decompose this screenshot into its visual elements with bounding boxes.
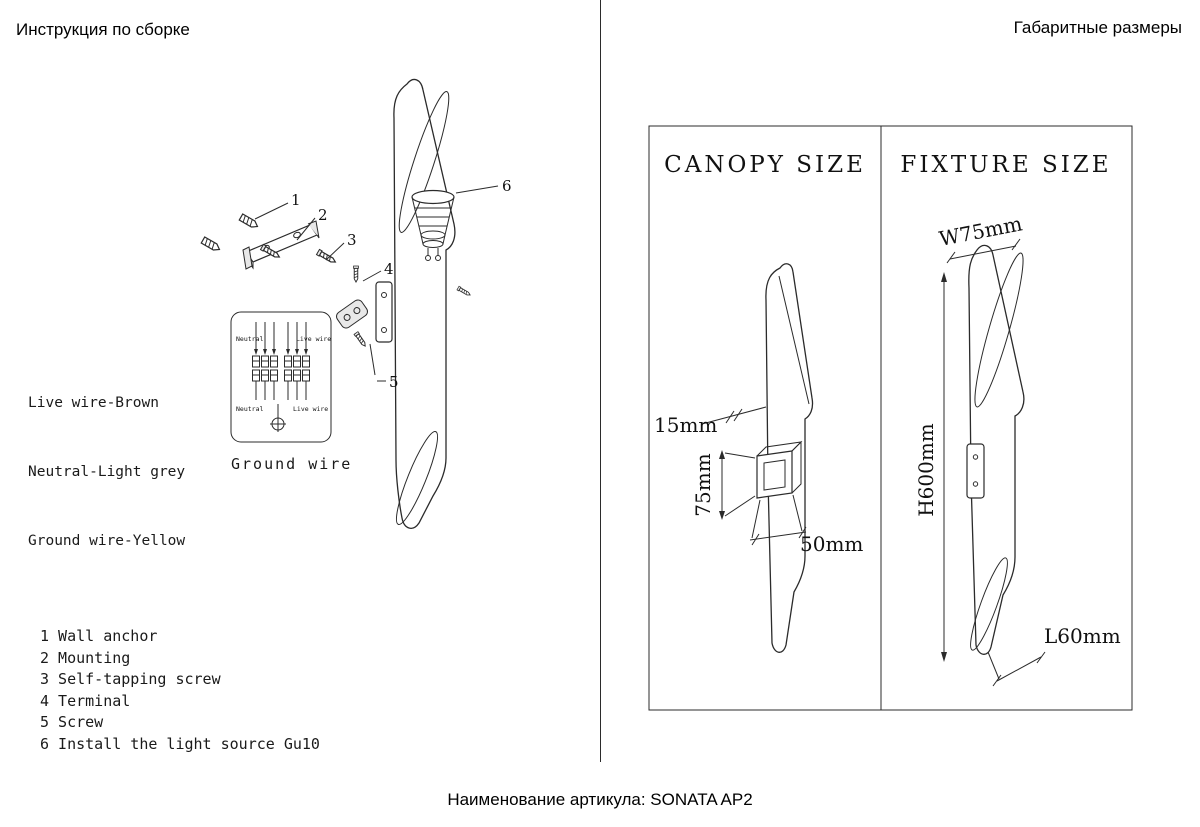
- callout-1: 1: [291, 191, 301, 209]
- canopy-height-label: 75mm: [691, 453, 715, 516]
- mounting-bracket: [242, 220, 320, 270]
- page-title-dimensions: Габаритные размеры: [1013, 18, 1182, 37]
- page-title-assembly: Инструкция по сборке: [16, 20, 190, 39]
- light-source-gu10: [411, 189, 455, 261]
- callout-3: 3: [347, 231, 357, 249]
- assembly-diagram: 1 2 3 4 5 6 Neutral Live wire Neutral Li…: [200, 78, 512, 529]
- fixture-height-label: H600mm: [914, 423, 938, 517]
- wire-legend: Live wire-Brown Neutral-Light grey Groun…: [28, 346, 185, 576]
- parts-list-item-5: 5 Screw: [40, 713, 104, 731]
- callout-5: 5: [389, 373, 399, 391]
- fixture-width-label: W75mm: [937, 211, 1024, 251]
- canopy-width-dimension: [749, 494, 807, 546]
- parts-list-item-3: 3 Self-tapping screw: [40, 670, 221, 688]
- parts-list-item-1: 1 Wall anchor: [40, 627, 158, 645]
- wiring-label-live-top: Live wire: [296, 335, 331, 343]
- terminal-block: [336, 265, 368, 329]
- wall-anchors: [200, 213, 260, 254]
- wiring-connectors: [252, 322, 310, 400]
- parts-list-item-4: 4 Terminal: [40, 691, 131, 710]
- ground-symbol: [270, 404, 286, 432]
- callout-6: 6: [502, 177, 512, 195]
- wire-legend-live: Live wire-Brown: [28, 395, 159, 411]
- lamp-wall-plate: [375, 281, 472, 343]
- canopy-offset-label: 15mm: [654, 413, 717, 437]
- wire-legend-ground: Ground wire-Yellow: [28, 533, 186, 549]
- lamp-body: [393, 78, 456, 529]
- wire-legend-neutral: Neutral-Light grey: [28, 464, 186, 480]
- wiring-label-live-bottom: Live wire: [293, 405, 328, 413]
- canopy-size-header: CANOPY SIZE: [664, 152, 866, 178]
- wiring-label-neutral-top: Neutral: [236, 335, 263, 343]
- center-divider-line: [600, 0, 601, 762]
- wiring-detail-box: Neutral Live wire Neutral Live wire: [230, 311, 332, 443]
- dimensions-frame: [648, 125, 1133, 711]
- canopy-box: [756, 440, 803, 499]
- fixture-height-dimension: [941, 272, 947, 662]
- wiring-label-neutral-bottom: Neutral: [236, 405, 263, 413]
- callout-4: 4: [384, 260, 394, 278]
- screw-part5: [353, 331, 368, 348]
- fixture-size-header: FIXTURE SIZE: [900, 152, 1111, 178]
- ground-wire-caption: Ground wire: [231, 455, 353, 473]
- canopy-height-dimension: [719, 450, 756, 520]
- canopy-width-label: 50mm: [800, 532, 863, 556]
- callout-leaders: [254, 185, 499, 382]
- fixture-lamp-silhouette: [966, 244, 1025, 655]
- fixture-width-dimension: [946, 238, 1021, 264]
- fixture-length-label: L60mm: [1044, 624, 1121, 648]
- dimensions-diagram: CANOPY SIZE FIXTURE SIZE 15mm 75mm 50mm: [648, 125, 1133, 711]
- canopy-lamp-silhouette: [765, 263, 814, 653]
- canopy-offset-dimension: [701, 406, 767, 425]
- parts-list-item-2: 2 Mounting: [40, 648, 131, 667]
- callout-2: 2: [318, 206, 328, 224]
- parts-list: 1 Wall anchor 2 Mounting 3 Self-tapping …: [40, 626, 320, 755]
- article-name: Наименование артикула: SONATA AP2: [447, 790, 753, 809]
- parts-list-item-6: 6 Install the light source Gu10: [40, 734, 320, 753]
- fixture-length-dimension: [987, 651, 1046, 687]
